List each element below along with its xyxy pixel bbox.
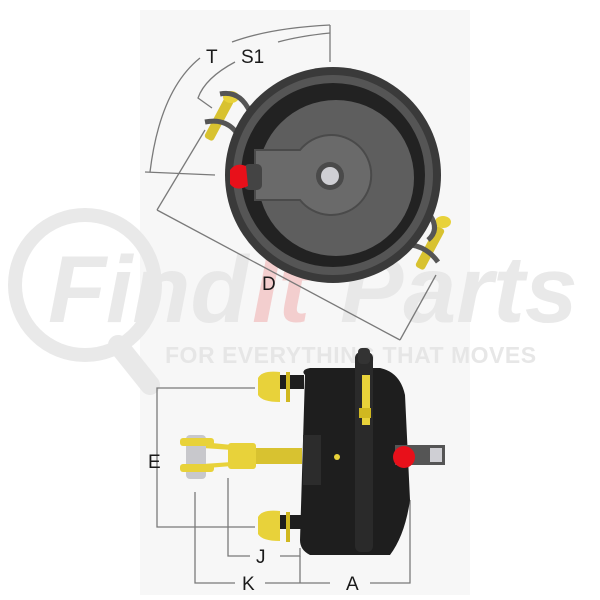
dimension-label-d: D — [262, 274, 276, 295]
dimension-label-s1: S1 — [241, 47, 264, 68]
air-port-red-cap-side — [393, 446, 415, 468]
dimension-label-e: E — [148, 452, 161, 473]
clevis-yoke — [180, 438, 214, 446]
clamp-bolt — [362, 375, 370, 425]
pushrod-housing-boss — [254, 134, 373, 216]
dimension-label-a: A — [346, 574, 359, 595]
dimension-label-t: T — [206, 47, 218, 68]
magnifier-icon — [8, 208, 162, 395]
dimension-lines-side — [156, 387, 411, 584]
dimension-lines-top — [144, 24, 437, 341]
side-view: E J K A — [148, 348, 445, 595]
pushrod — [250, 448, 302, 464]
mounting-stud-lower — [258, 510, 304, 542]
pushrod-nut — [228, 443, 256, 469]
dimension-label-j: J — [256, 547, 266, 568]
watermark: Find It Parts FOR EVERYTHING THAT MOVES — [8, 208, 578, 395]
dimension-label-k: K — [242, 574, 255, 595]
center-bolt — [321, 167, 339, 185]
top-view: T S1 D — [144, 24, 451, 341]
watermark-tagline: FOR EVERYTHING THAT MOVES — [165, 342, 537, 368]
air-port-red-cap — [230, 164, 248, 189]
mounting-stud-upper — [258, 371, 304, 402]
watermark-brand-prefix: Find — [48, 237, 250, 343]
